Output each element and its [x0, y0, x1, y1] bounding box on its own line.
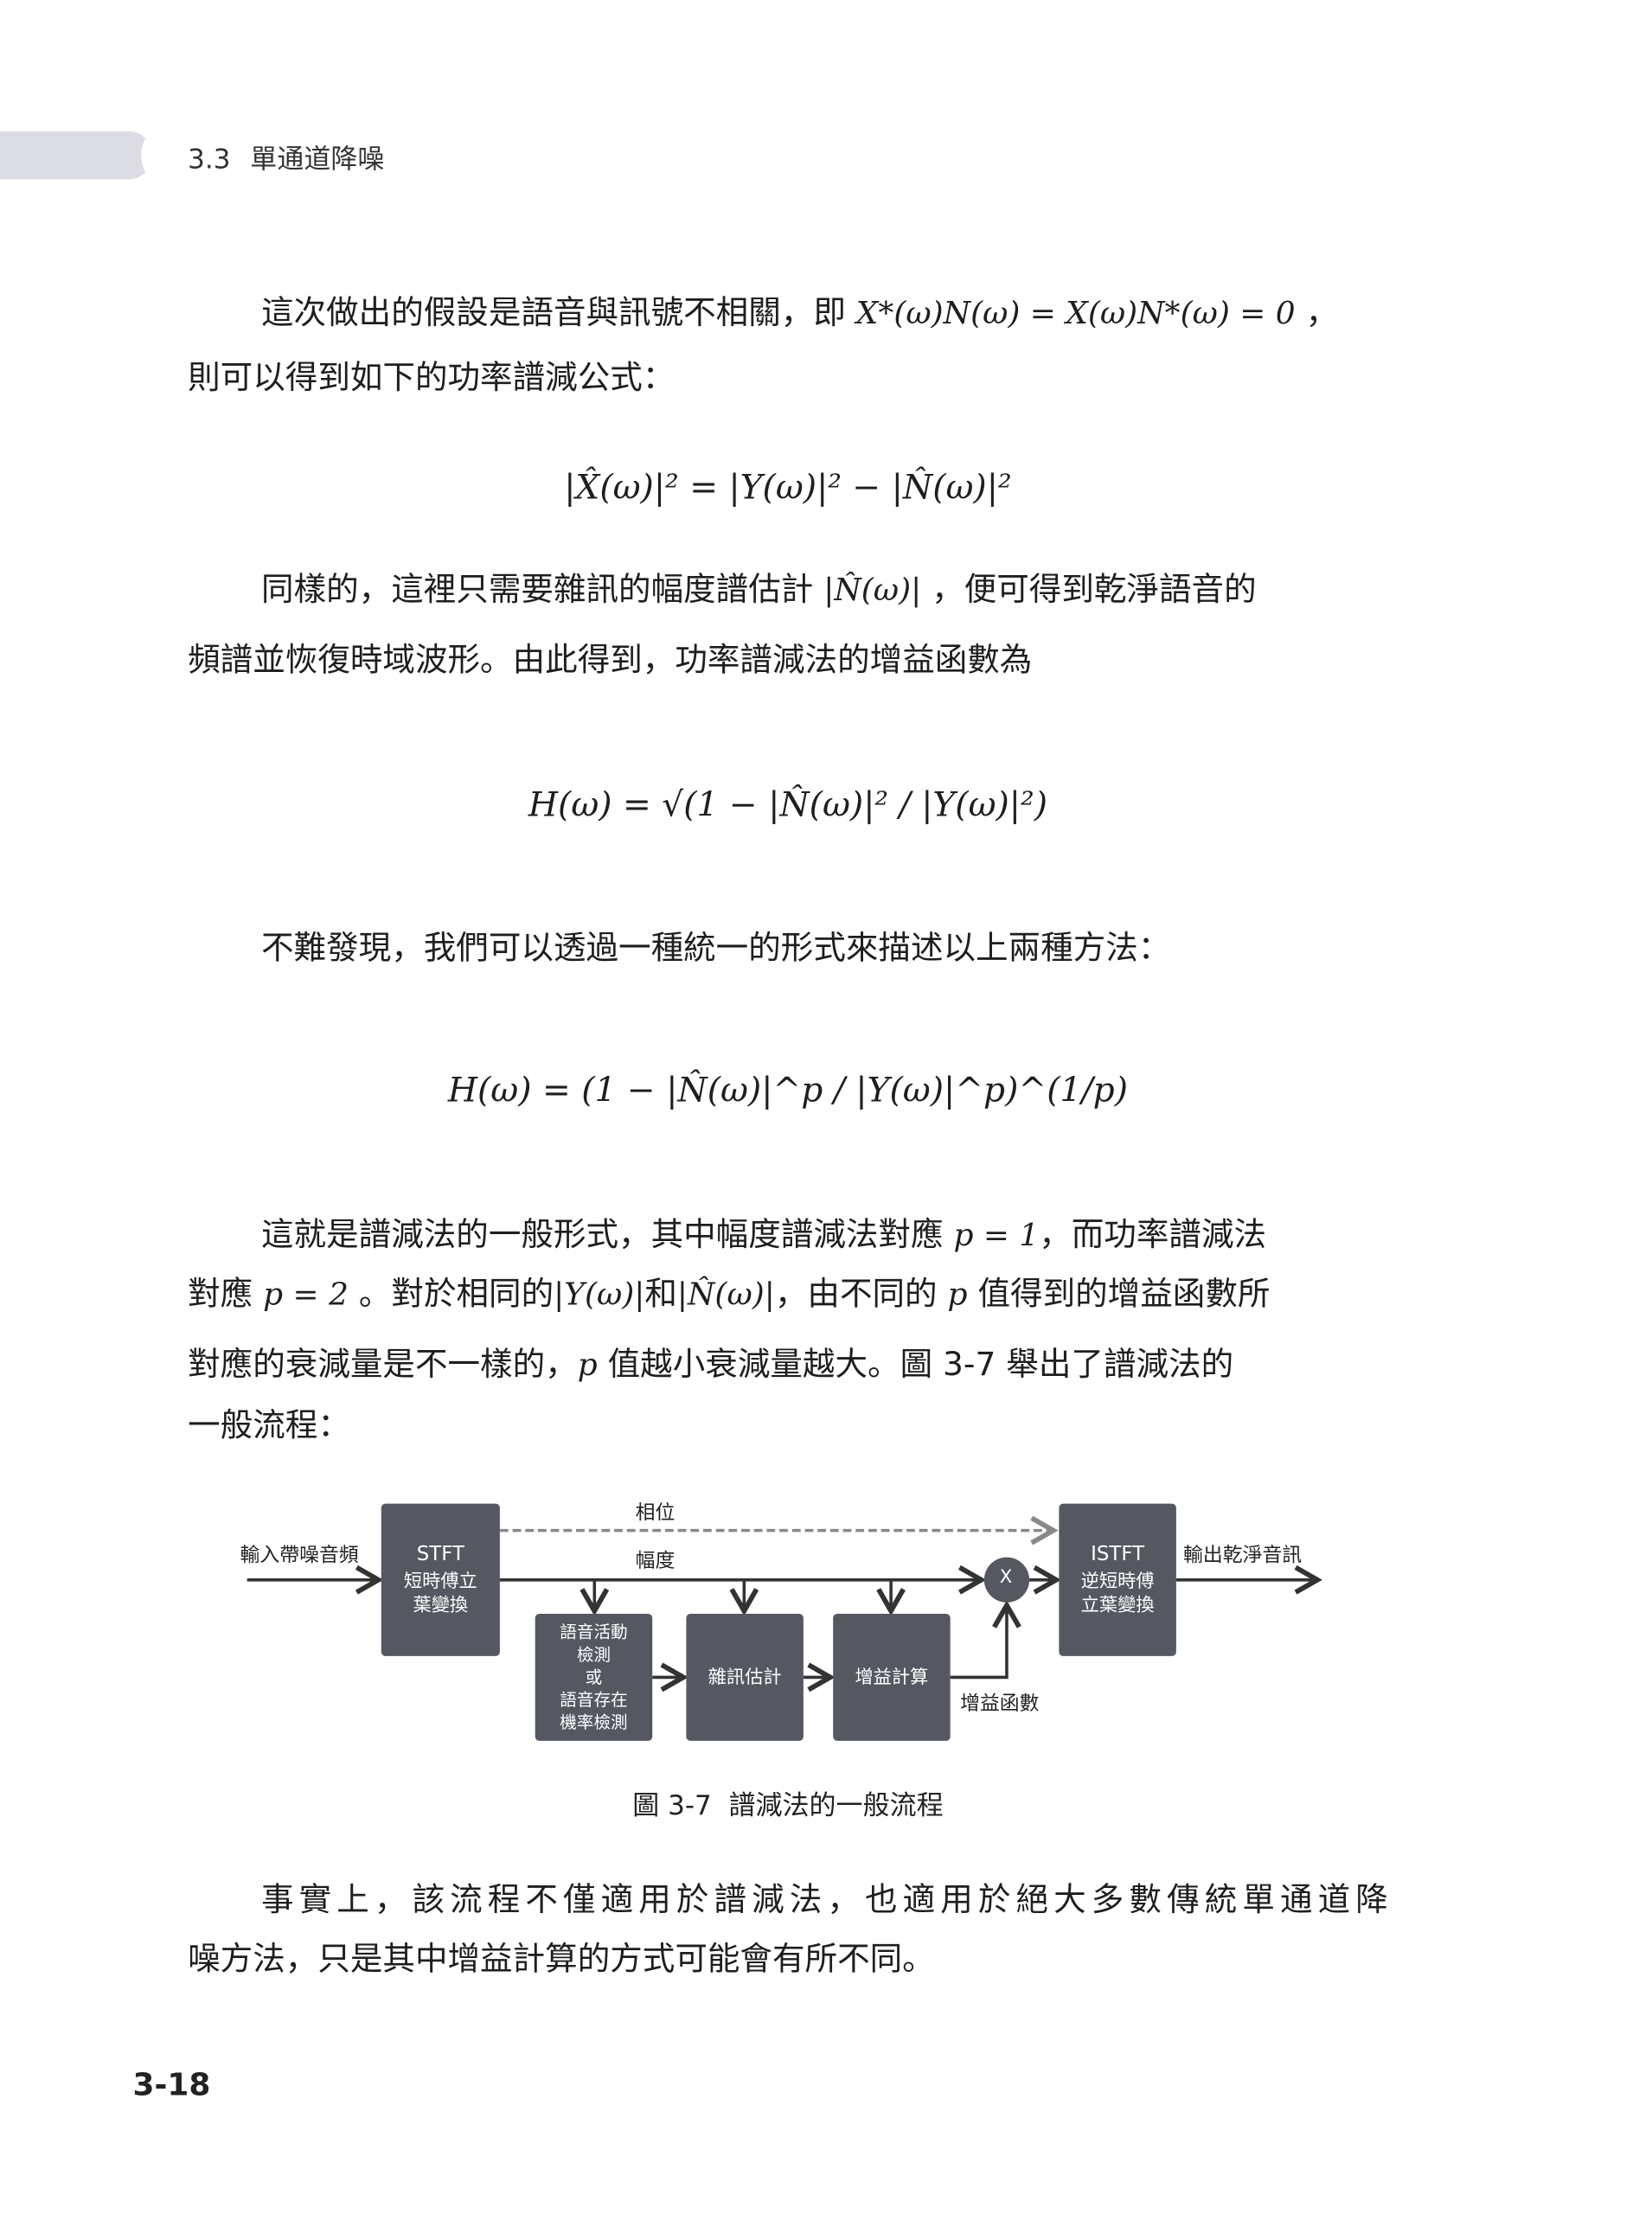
text: ，便可得到乾淨語音的 [932, 572, 1257, 609]
stft-title: STFT [416, 1542, 464, 1565]
p3-line: 不難發現，我們可以透過一種統一的形式來描述以上兩種方法： [261, 930, 1171, 968]
text: ，而功率譜減法 [1039, 1217, 1267, 1254]
p5-line1: 事實上，該流程不僅適用於譜減法，也適用於絕大多數傳統單通道降 [261, 1882, 1388, 1919]
inline-math: p = 2 [263, 1277, 349, 1314]
header-tab [0, 131, 153, 180]
text: 值得到的增益函數所 [977, 1276, 1271, 1314]
text: 對應的衰減量是不一樣的， [188, 1347, 578, 1384]
noise-estimation-block: 雜訊估計 [686, 1613, 804, 1741]
gain-calculation-text: 增益計算 [855, 1667, 929, 1688]
text: 同樣的，這裡只需要雜訊的幅度譜估計 [261, 572, 814, 609]
text: 這次做出的假設是語音與訊號不相關，即 [261, 295, 846, 332]
vad-text: 語音存在 [560, 1690, 628, 1710]
p2-line1: 同樣的，這裡只需要雜訊的幅度譜估計 |N̂(ω)| ，便可得到乾淨語音的 [261, 569, 1388, 613]
stft-desc: 短時傅立 [403, 1571, 477, 1592]
magnitude-label: 幅度 [635, 1550, 676, 1573]
text: 對應 [188, 1276, 253, 1314]
inline-math: p [577, 1348, 598, 1384]
istft-block: ISTFT 逆短時傅 立葉變換 [1059, 1503, 1176, 1656]
p2-line2: 頻譜並恢復時域波形。由此得到，功率譜減法的增益函數為 [188, 642, 1033, 680]
text: 和 [644, 1276, 677, 1314]
multiply-symbol: X [999, 1567, 1013, 1589]
inline-math: p [947, 1277, 968, 1314]
stft-block: STFT 短時傅立 葉變換 [381, 1503, 500, 1656]
gain-function-arrow [950, 1600, 1021, 1680]
vad-text: 語音活動 [560, 1622, 628, 1642]
equation-gain-power: H(ω) = √(1 − |N̂(ω)|² / |Y(ω)|²) [528, 784, 1048, 825]
p4-line4: 一般流程： [188, 1407, 350, 1445]
gain-calculation-block: 增益計算 [833, 1613, 951, 1741]
gain-function-label: 增益函數 [960, 1692, 1040, 1716]
multiply-node [983, 1557, 1030, 1603]
istft-title: ISTFT [1091, 1542, 1145, 1565]
istft-desc: 立葉變換 [1080, 1594, 1155, 1616]
section-number: 3.3 [188, 144, 231, 176]
inline-math: p = 1 [953, 1218, 1040, 1254]
text: ， [1305, 295, 1339, 332]
stft-desc: 葉變換 [413, 1594, 469, 1616]
phase-label: 相位 [635, 1501, 676, 1526]
p4-line2: 對應 p = 2 。對於相同的|Y(ω)|和|N̂(ω)|，由不同的 p 值得到… [188, 1274, 1388, 1318]
figure-caption: 圖 3-7 譜減法的一般流程 [632, 1790, 944, 1821]
text: ，由不同的 [774, 1276, 938, 1314]
vad-block: 語音活動 檢測 或 語音存在 機率檢測 [535, 1613, 653, 1741]
output-label: 輸出乾淨音訊 [1183, 1544, 1303, 1568]
text: 值越小衰減量越大。圖 3-7 舉出了譜減法的 [607, 1347, 1234, 1384]
equation-gain-general: H(ω) = (1 − |N̂(ω)|^p / |Y(ω)|^p)^(1/p) [447, 1070, 1129, 1110]
p1-line1: 這次做出的假設是語音與訊號不相關，即 X*(ω)N(ω) = X(ω)N*(ω)… [261, 292, 1388, 336]
inline-math: |N̂(ω)| [676, 1277, 775, 1314]
page-number: 3-18 [132, 2068, 211, 2104]
noise-estimation-text: 雜訊估計 [708, 1667, 782, 1688]
p1-line2: 則可以得到如下的功率譜減公式： [188, 360, 676, 397]
text: 這就是譜減法的一般形式，其中幅度譜減法對應 [261, 1217, 944, 1254]
inline-math: X*(ω)N(ω) = X(ω)N*(ω) = 0 [855, 296, 1296, 332]
vad-text: 或 [585, 1667, 603, 1687]
header-tab-notch [141, 126, 184, 184]
section-title: 單通道降噪 [250, 144, 385, 176]
vad-text: 檢測 [576, 1644, 611, 1665]
running-header: 3.3 單通道降噪 [188, 138, 384, 176]
p4-line3: 對應的衰減量是不一樣的，p 值越小衰減量越大。圖 3-7 舉出了譜減法的 [188, 1344, 1388, 1388]
text: 。對於相同的 [358, 1276, 554, 1314]
inline-math: |N̂(ω)| [823, 573, 922, 609]
equation-power-subtraction: |X̂(ω)|² = |Y(ω)|² − |N̂(ω)|² [564, 467, 1012, 508]
input-label: 輸入帶噪音頻 [240, 1544, 359, 1568]
vad-text: 機率檢測 [560, 1712, 628, 1733]
p5-line2: 噪方法，只是其中增益計算的方式可能會有所不同。 [188, 1941, 935, 1979]
inline-math: |Y(ω)| [554, 1277, 645, 1314]
p4-line1: 這就是譜減法的一般形式，其中幅度譜減法對應 p = 1，而功率譜減法 [261, 1214, 1388, 1258]
istft-desc: 逆短時傅 [1080, 1571, 1155, 1592]
